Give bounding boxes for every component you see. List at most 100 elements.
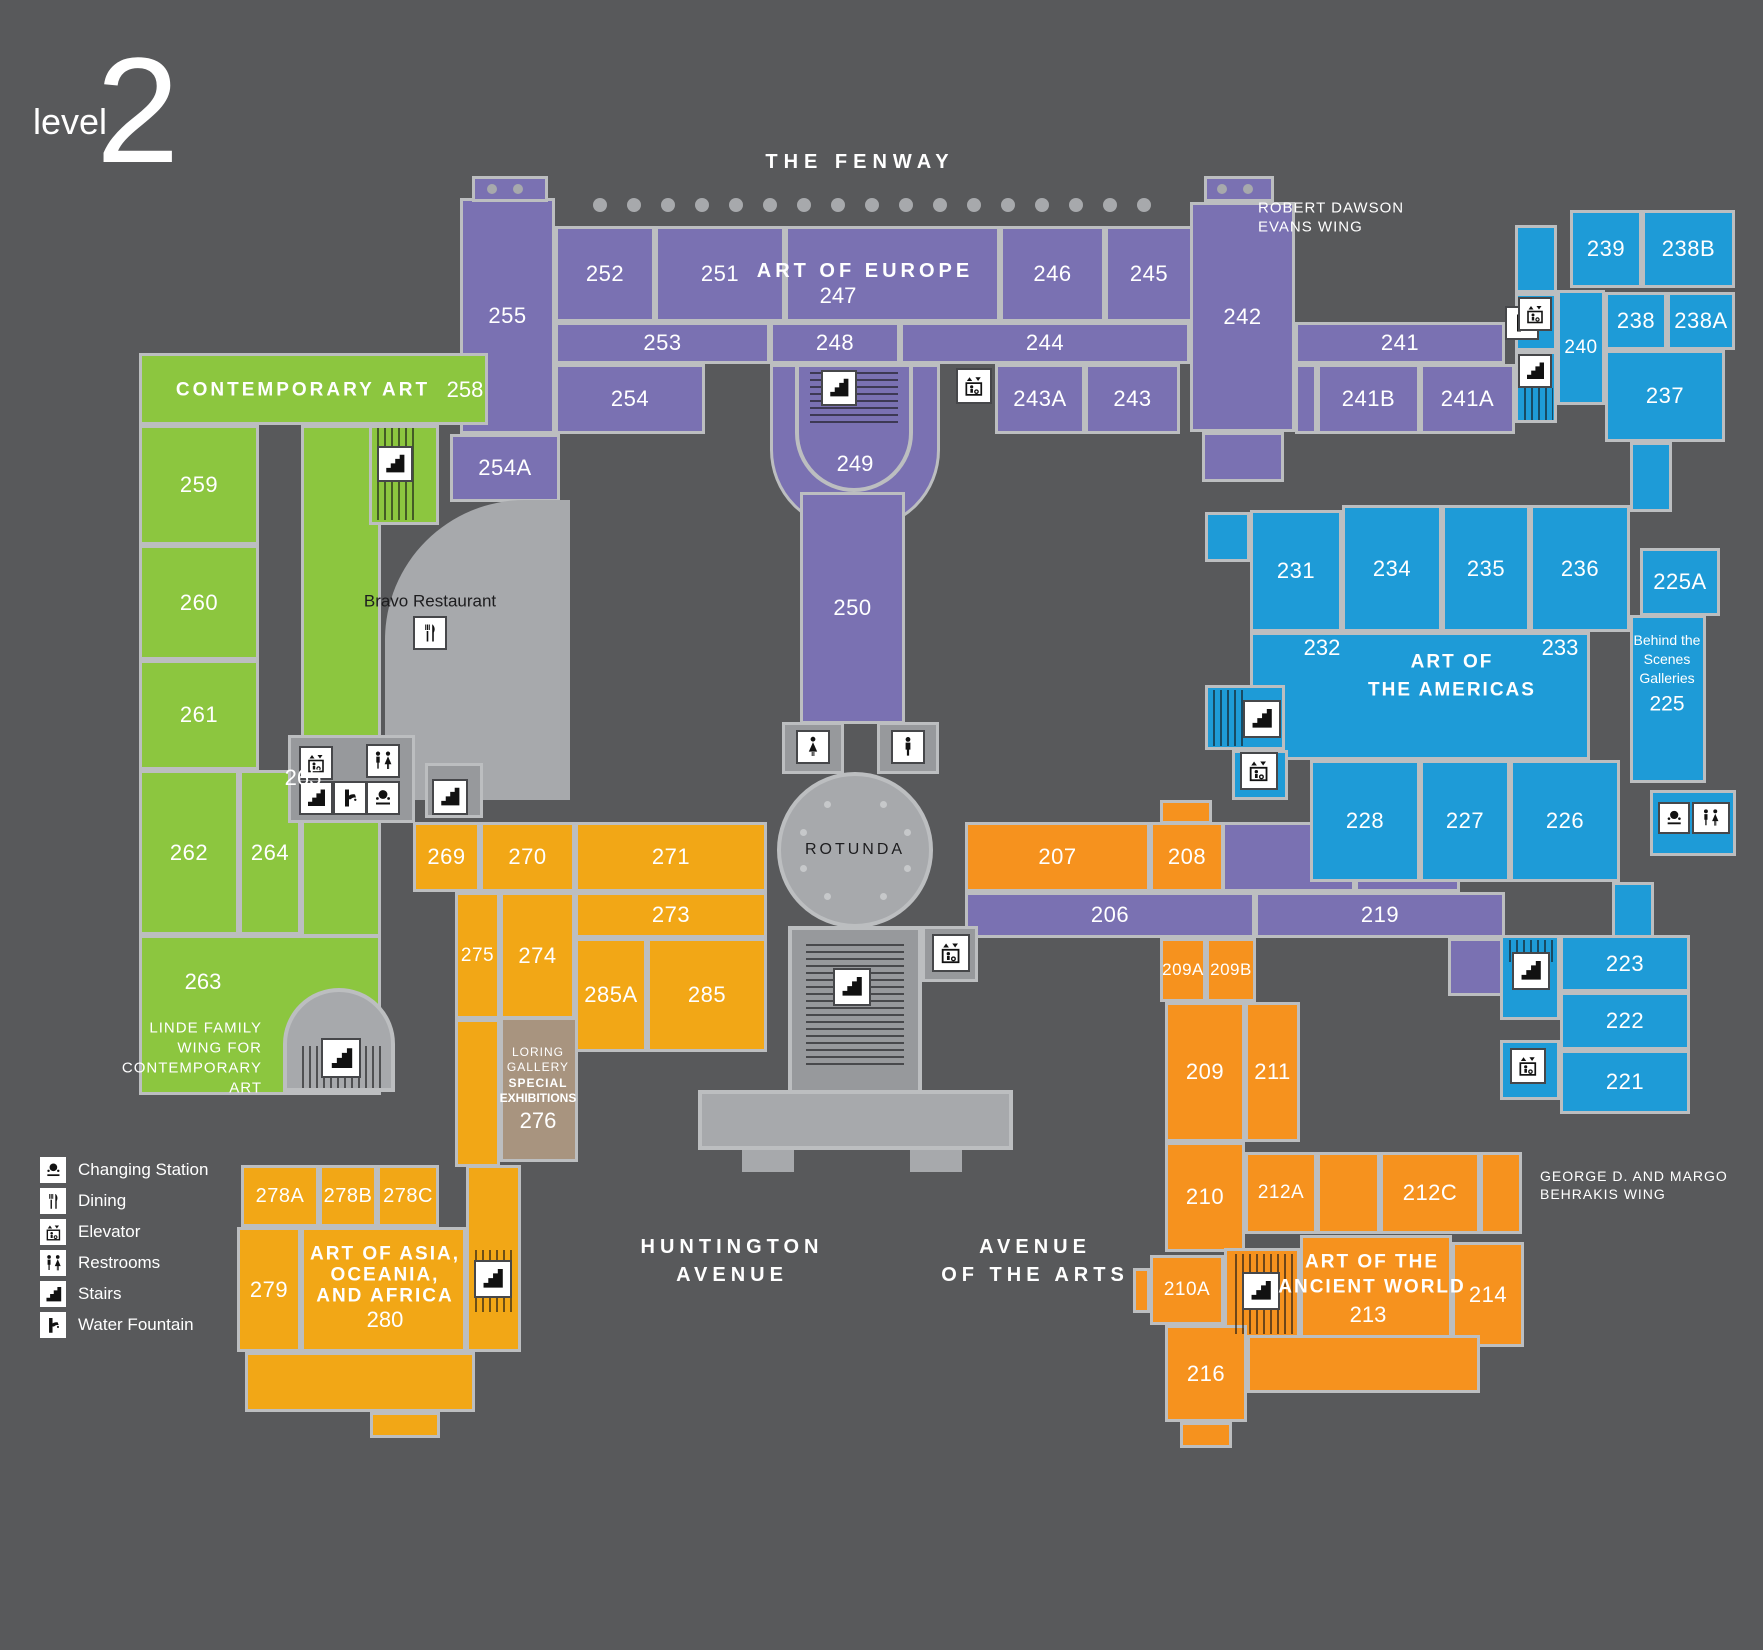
room-275: 275 [455, 892, 500, 1019]
room-207: 207 [965, 822, 1150, 892]
room-254A-label: 254A [478, 455, 532, 480]
hatch-ne [1519, 388, 1553, 420]
rotunda-column-dot [879, 800, 887, 808]
room-246-label: 246 [1033, 261, 1072, 286]
stairs-icon [474, 1260, 512, 1298]
restrooms-icon [1692, 802, 1730, 834]
room-label-249: 249 [836, 451, 874, 476]
room-243A: 243A [995, 364, 1085, 434]
room-231-label: 231 [1276, 558, 1316, 583]
room-274: 274 [500, 892, 575, 1019]
room-273: 273 [575, 892, 767, 938]
room-278A: 278A [241, 1165, 319, 1227]
legend-label-changing: Changing Station [78, 1160, 209, 1179]
room-243A-label: 243A [1013, 386, 1067, 411]
wing-behrakis-1: GEORGE D. AND MARGO [1540, 1168, 1728, 1184]
room-212C: 212C [1380, 1152, 1480, 1234]
colonnade-dot [763, 198, 777, 212]
room-label-247: 247 [819, 283, 857, 308]
room-254-label: 254 [610, 386, 650, 411]
legend-label-fountain: Water Fountain [78, 1315, 194, 1334]
room-228: 228 [1310, 760, 1420, 882]
room-label-232: 232 [1303, 635, 1341, 660]
elevator-icon [299, 746, 333, 780]
room-211: 211 [1245, 1002, 1300, 1142]
section-americas-2: THE AMERICAS [1368, 679, 1536, 701]
loring-4: EXHIBITIONS [499, 1091, 577, 1105]
room-bts [1630, 615, 1706, 783]
room-212A-label: 212A [1257, 1182, 1305, 1203]
room-222: 222 [1560, 992, 1690, 1050]
horseshoe-stair-outline [795, 366, 913, 492]
room-207-label: 207 [1038, 844, 1077, 869]
room-270: 270 [480, 822, 575, 892]
room-271-label: 271 [651, 844, 691, 869]
room-265-strip [301, 425, 381, 937]
section-asia-3: AND AFRICA [316, 1285, 454, 1307]
room-241-label: 241 [1380, 330, 1420, 355]
room-conn-226 [1612, 882, 1654, 938]
room-259-label: 259 [179, 472, 219, 497]
room-255-label: 255 [488, 303, 527, 328]
rotunda-column-dot [799, 864, 807, 872]
room-285: 285 [647, 938, 767, 1052]
tab-242 [1204, 176, 1274, 202]
room-225A: 225A [1640, 548, 1720, 616]
street-fenway: THE FENWAY [765, 151, 955, 173]
legend-label-restrooms: Restrooms [78, 1253, 161, 1272]
room-244: 244 [900, 322, 1190, 364]
level-number: 2 [96, 26, 180, 194]
room-245: 245 [1105, 226, 1193, 322]
room-223-label: 223 [1605, 950, 1645, 976]
room-227-label: 227 [1445, 808, 1485, 833]
colonnade-dot [967, 198, 981, 212]
room-252: 252 [555, 226, 655, 322]
stairs-icon [821, 370, 857, 406]
stairs-icon [432, 779, 468, 815]
room-226: 226 [1510, 760, 1620, 882]
legend-label-dining: Dining [78, 1191, 127, 1210]
room-243: 243 [1085, 364, 1180, 434]
room-260: 260 [139, 545, 259, 660]
room-210A: 210A [1150, 1255, 1224, 1325]
room-238A: 238A [1667, 292, 1735, 350]
room-262: 262 [139, 770, 239, 935]
room-260-label: 260 [179, 589, 219, 615]
loring-3: SPECIAL [508, 1076, 568, 1090]
room-221-label: 221 [1605, 1069, 1645, 1094]
colonnade-dot [831, 198, 845, 212]
room-243-label: 243 [1113, 386, 1152, 411]
room-264-label: 264 [250, 839, 290, 865]
street-avenue-2: OF THE ARTS [941, 1264, 1129, 1286]
room-212A: 212A [1245, 1152, 1317, 1234]
legend-stairs-icon [40, 1281, 66, 1307]
section-americas-1: ART OF [1410, 651, 1494, 673]
bts-225: 225 [1649, 692, 1685, 716]
wing-linde-4: ART [229, 1079, 262, 1097]
woman-icon [796, 730, 830, 764]
rotunda-column-dot [823, 892, 831, 900]
changing-icon [366, 781, 400, 815]
stairs-icon [1242, 1272, 1280, 1310]
wing-linde-1: LINDE FAMILY [149, 1019, 262, 1037]
terrace [698, 1090, 1013, 1150]
room-212-fill2 [1480, 1152, 1522, 1234]
room-242: 242 [1190, 202, 1295, 432]
room-239-label: 239 [1586, 236, 1626, 261]
room-asia-bottom [245, 1352, 475, 1412]
room-253: 253 [555, 322, 770, 364]
room-234: 234 [1342, 505, 1442, 632]
legend-dining-icon [40, 1188, 66, 1214]
section-contemporary: CONTEMPORARY ART [175, 379, 431, 401]
room-236-label: 236 [1560, 555, 1600, 581]
room-209A: 209A [1160, 938, 1206, 1002]
elevator-icon [932, 934, 970, 972]
room-209-label: 209 [1185, 1059, 1225, 1084]
rotunda-column-dot [903, 828, 911, 836]
room-261: 261 [139, 660, 259, 770]
room-ne-stub [1515, 225, 1557, 293]
terrace-notch-e [910, 1150, 962, 1172]
room-am-stub [1205, 512, 1250, 562]
room-214-label: 214 [1468, 1281, 1508, 1307]
room-274-label: 274 [518, 942, 557, 968]
